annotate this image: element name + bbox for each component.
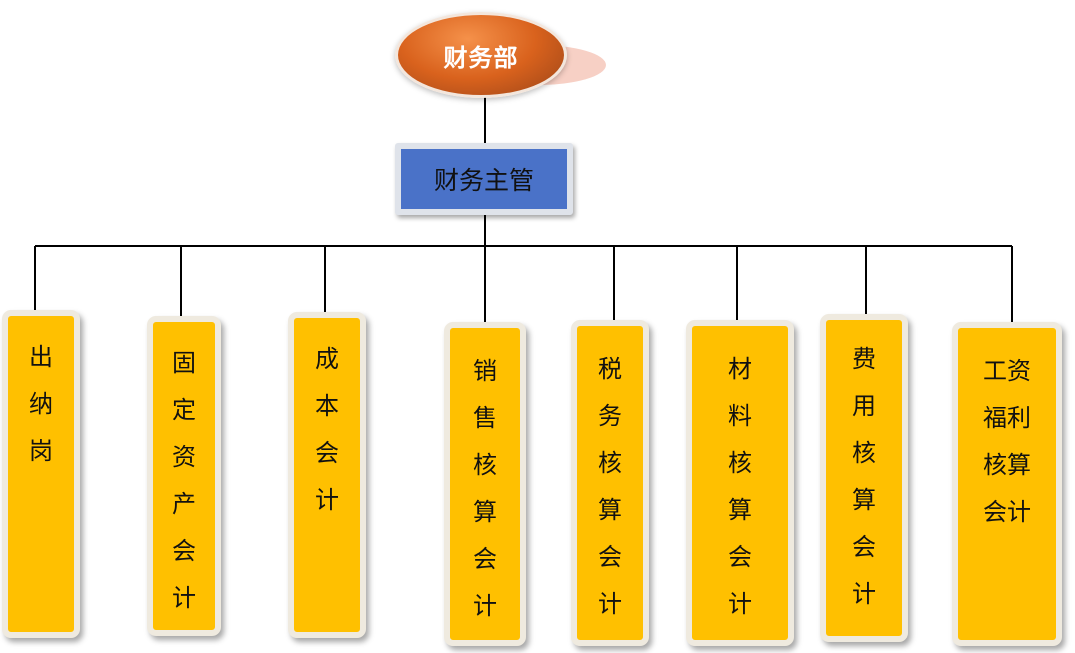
department-label: 财务部 (443, 43, 519, 72)
position-label: 费用核算会计 (852, 345, 876, 608)
position-label: 税务核算会计 (598, 355, 622, 618)
position-label: 工资福利核算会计 (983, 357, 1031, 526)
position-node-tax-accountant: 税务核算会计 (571, 320, 649, 646)
manager-node: 财务主管 (395, 143, 573, 215)
position-node-cashier: 出纳岗 (2, 310, 80, 638)
manager-label: 财务主管 (433, 166, 534, 195)
position-label: 材料核算会计 (728, 355, 752, 618)
position-label: 出纳岗 (29, 343, 53, 465)
position-label: 成本会计 (315, 345, 339, 514)
position-label: 固定资产会计 (172, 349, 196, 612)
position-node-cost-accountant: 成本会计 (288, 312, 366, 638)
position-node-sales-accountant: 销售核算会计 (444, 322, 526, 646)
position-node-materials-accountant: 材料核算会计 (686, 320, 794, 646)
department-node: 财务部 (395, 12, 567, 98)
position-node-payroll-accountant: 工资福利核算会计 (952, 322, 1062, 646)
position-node-fixed-asset-accountant: 固定资产会计 (147, 316, 221, 636)
position-label: 销售核算会计 (473, 357, 497, 620)
position-node-expense-accountant: 费用核算会计 (820, 314, 908, 642)
